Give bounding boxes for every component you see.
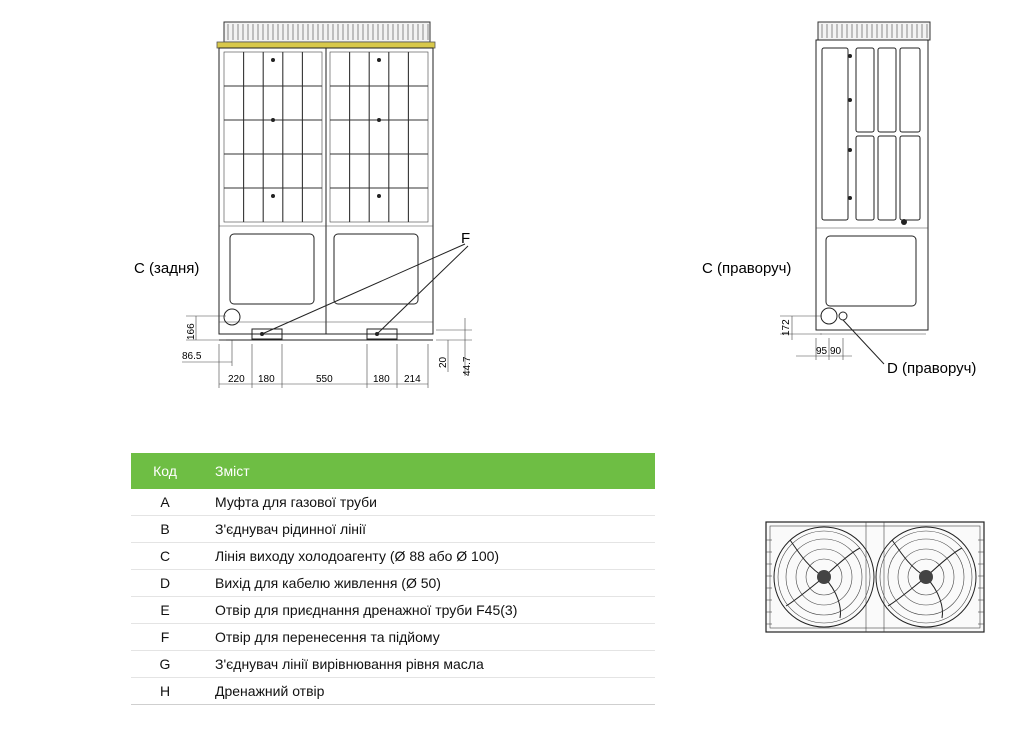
row-code: A (131, 489, 199, 516)
label-c-rear: С (задня) (134, 260, 199, 277)
dim-550: 550 (316, 374, 333, 385)
label-d-right: D (праворуч) (887, 360, 976, 377)
row-text: Лінія виходу холодоагенту (Ø 88 або Ø 10… (199, 542, 655, 570)
dim-214: 214 (404, 374, 421, 385)
label-c-right: С (праворуч) (702, 260, 791, 277)
row-code: B (131, 515, 199, 543)
dim-44-7: 44.7 (462, 356, 473, 376)
row-code: F (131, 623, 199, 651)
fan-right (875, 526, 977, 628)
label-f: F (461, 230, 470, 247)
row-text: Дренажний отвір (199, 677, 655, 705)
top-view (765, 521, 985, 633)
row-code: D (131, 569, 199, 597)
dim-180-b: 180 (373, 374, 390, 385)
legend-header-code: Код (131, 453, 199, 489)
row-code: G (131, 650, 199, 678)
row-text: Вихід для кабелю живлення (Ø 50) (199, 569, 655, 597)
dim-166: 166 (186, 323, 197, 340)
legend-header-content: Зміст (199, 453, 655, 489)
row-text: Муфта для газової труби (199, 489, 655, 516)
dim-90: 90 (830, 346, 842, 357)
row-text: Отвір для перенесення та підйому (199, 623, 655, 651)
dim-86-5: 86.5 (182, 351, 202, 362)
legend-header-row: Код Зміст (131, 453, 655, 489)
dim-180-a: 180 (258, 374, 275, 385)
row-code: E (131, 596, 199, 624)
dim-172: 172 (781, 319, 792, 336)
front-view: F С (задня) 166 86.5 220 180 550 180 214… (134, 21, 473, 388)
dim-95: 95 (816, 346, 828, 357)
row-text: Отвір для приєднання дренажної труби F45… (199, 596, 655, 624)
dim-220: 220 (228, 374, 245, 385)
row-code: H (131, 677, 199, 705)
dim-20: 20 (438, 356, 449, 368)
fan-left (773, 526, 875, 628)
row-text: З'єднувач лінії вирівнювання рівня масла (199, 650, 655, 678)
row-code: C (131, 542, 199, 570)
side-view: D (праворуч) С (праворуч) 172 95 90 (702, 21, 976, 377)
row-text: З'єднувач рідинної лінії (199, 515, 655, 543)
